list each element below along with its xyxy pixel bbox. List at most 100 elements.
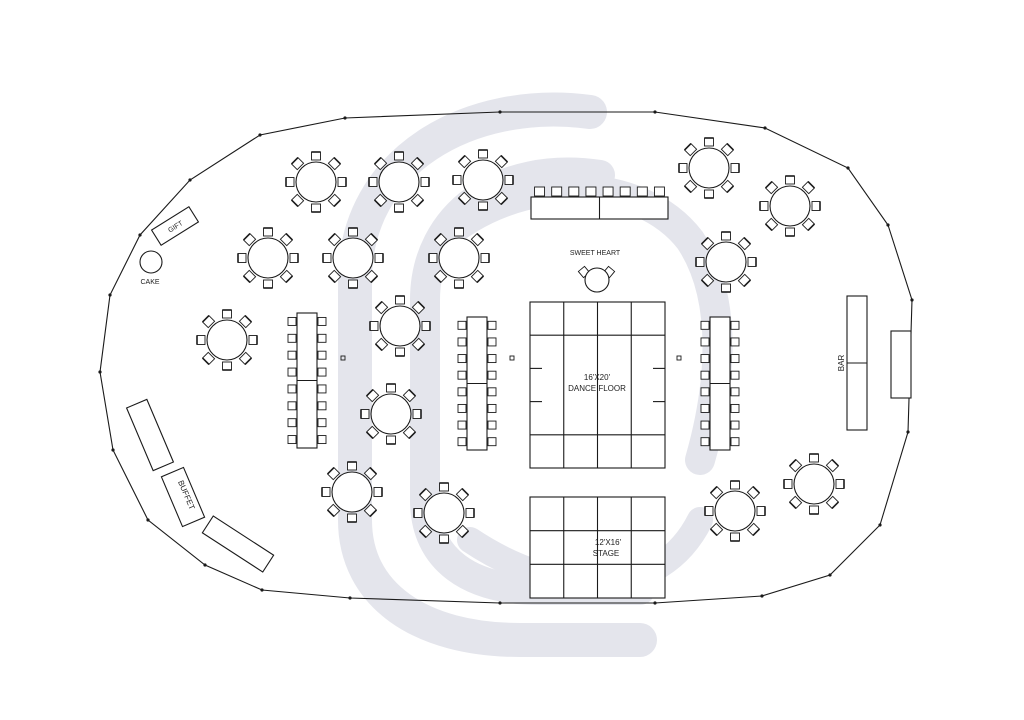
chair: [365, 425, 380, 440]
chair: [678, 163, 688, 173]
chair: [809, 505, 819, 515]
chair: [785, 227, 795, 237]
table-top: [705, 241, 747, 283]
chair: [700, 437, 710, 447]
chair: [457, 354, 467, 364]
chair: [683, 179, 698, 194]
chair: [619, 186, 631, 197]
chair: [327, 232, 342, 247]
chair: [457, 387, 467, 397]
chair: [709, 522, 724, 537]
chair: [394, 151, 404, 161]
banquet-table: [287, 312, 327, 449]
chair: [373, 487, 383, 497]
banquet-table: [457, 316, 497, 451]
chair: [457, 403, 467, 413]
chair: [410, 156, 425, 171]
chair: [238, 314, 253, 329]
cake-table: [139, 250, 163, 274]
chair: [487, 354, 497, 364]
chair: [721, 231, 731, 241]
chair: [317, 418, 327, 428]
chair: [636, 186, 648, 197]
stage: 12'X16' STAGE: [529, 496, 666, 599]
chair: [720, 142, 735, 157]
banquet-table: [700, 316, 740, 451]
round-table: [321, 461, 383, 523]
round-table: [452, 149, 514, 211]
chair: [730, 163, 740, 173]
chair: [487, 420, 497, 430]
chair: [788, 495, 803, 510]
chair: [433, 269, 448, 284]
chair: [809, 453, 819, 463]
chair: [730, 480, 740, 490]
chair: [700, 420, 710, 430]
chair: [480, 253, 490, 263]
chair: [365, 388, 380, 403]
round-table: [285, 151, 347, 213]
chair: [568, 186, 580, 197]
chair: [327, 269, 342, 284]
chair: [764, 180, 779, 195]
chair: [704, 189, 714, 199]
chair: [248, 335, 258, 345]
chair: [439, 534, 449, 544]
table-top: [295, 161, 337, 203]
chair: [317, 333, 327, 343]
chair: [386, 435, 396, 445]
chair: [700, 387, 710, 397]
chair: [704, 137, 714, 147]
chair: [653, 186, 665, 197]
round-table: [783, 453, 845, 515]
chair: [746, 485, 761, 500]
chair: [287, 401, 297, 411]
chair: [487, 387, 497, 397]
chair: [337, 177, 347, 187]
chair: [418, 487, 433, 502]
chair: [237, 253, 247, 263]
round-table: [695, 231, 757, 293]
table-top: [370, 393, 412, 435]
tent-poles: [340, 355, 682, 361]
chair: [700, 236, 715, 251]
chair: [700, 354, 710, 364]
chair: [487, 320, 497, 330]
chair: [418, 524, 433, 539]
chair: [386, 383, 396, 393]
stage-size: 12'X16': [595, 538, 622, 547]
chair: [478, 201, 488, 211]
chair: [494, 154, 509, 169]
chair: [285, 177, 295, 187]
chair: [201, 351, 216, 366]
chair: [455, 487, 470, 502]
buffet-tables: BUFFET: [125, 398, 275, 573]
chair: [196, 335, 206, 345]
chair: [413, 508, 423, 518]
table-top: [247, 237, 289, 279]
head-table: [530, 186, 669, 220]
chair: [317, 435, 327, 445]
chair: [457, 154, 472, 169]
chair: [457, 420, 467, 430]
chair: [454, 227, 464, 237]
back-bar: [890, 330, 912, 399]
chair: [721, 283, 731, 293]
chair: [287, 367, 297, 377]
chair: [457, 337, 467, 347]
chair: [700, 273, 715, 288]
chair: [363, 503, 378, 518]
chair: [287, 435, 297, 445]
chair: [360, 409, 370, 419]
chair: [811, 201, 821, 211]
chair: [801, 217, 816, 232]
chair: [457, 437, 467, 447]
round-table: [428, 227, 490, 289]
chair: [470, 232, 485, 247]
chair: [700, 320, 710, 330]
chair: [730, 320, 740, 330]
sweetheart-table: SWEET HEART: [570, 250, 621, 293]
chair: [737, 273, 752, 288]
chair: [487, 337, 497, 347]
